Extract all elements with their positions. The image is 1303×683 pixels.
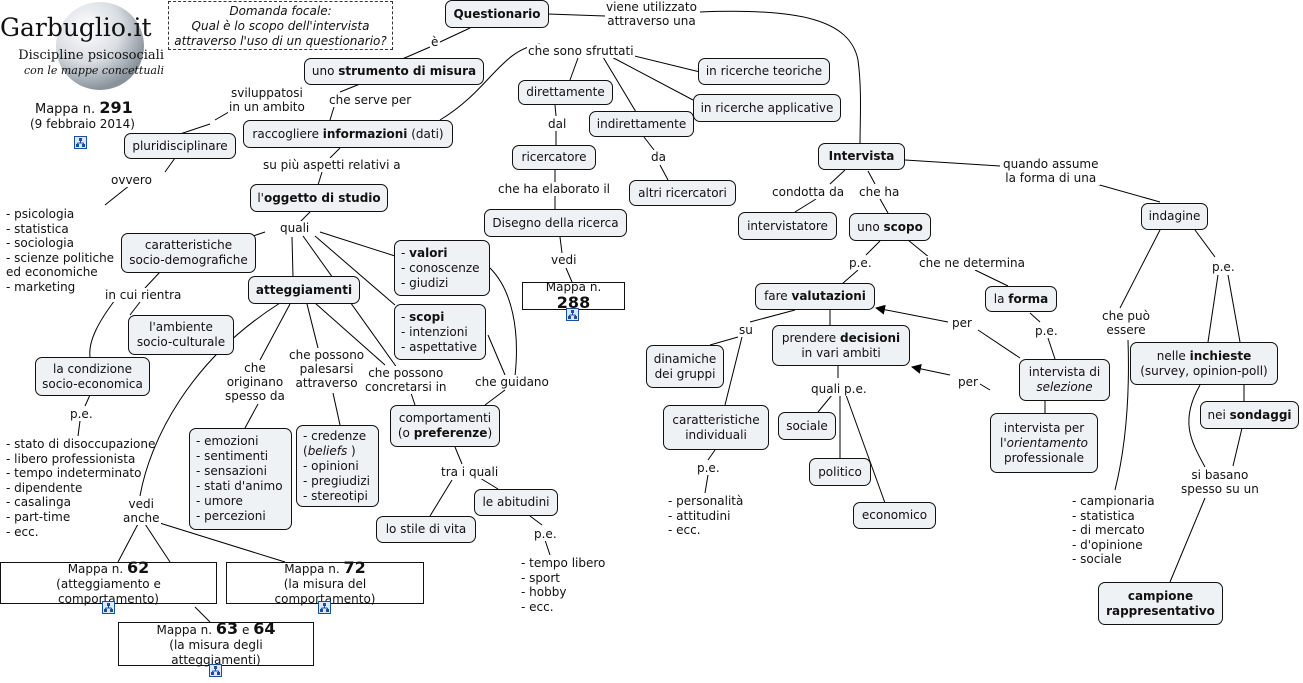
node-credenze[interactable]: - credenze (beliefs ) - opinioni - pregi…: [296, 425, 379, 507]
node-oggetto-studio[interactable]: l'oggetto di studio: [250, 184, 388, 212]
link-label: che ha elaborato il: [497, 182, 612, 196]
node-disegno-ricerca[interactable]: Disegno della ricerca: [484, 209, 627, 237]
map-link-icon[interactable]: [318, 601, 331, 614]
node-indagine[interactable]: indagine: [1141, 203, 1208, 230]
link-label: che ha: [858, 185, 901, 199]
node-sondaggi[interactable]: nei sondaggi: [1200, 401, 1299, 429]
map-link-icon[interactable]: [566, 308, 579, 321]
node-economico[interactable]: economico: [853, 502, 936, 529]
node-valori[interactable]: - valori - conoscenze - giudizi: [394, 240, 490, 296]
focal-question: Domanda focale: Qual è lo scopo dell'int…: [168, 1, 393, 50]
map-link-icon[interactable]: [209, 664, 222, 677]
link-label: è: [430, 35, 440, 49]
node-strumento-misura[interactable]: uno strumento di misura: [304, 58, 484, 85]
node-emozioni[interactable]: - emozioni - sentimenti - sensazioni - s…: [189, 428, 292, 530]
map-ref-62[interactable]: Mappa n. 62 (atteggiamento e comportamen…: [0, 559, 217, 606]
list-tempo-libero: - tempo libero - sport - hobby - ecc.: [521, 556, 606, 614]
node-abitudini[interactable]: le abitudini: [474, 489, 558, 516]
link-label: su: [738, 323, 754, 337]
node-atteggiamenti[interactable]: atteggiamenti: [248, 276, 360, 304]
node-condizione-socio-economica[interactable]: la condizione socio-economica: [35, 357, 150, 396]
node-comportamenti[interactable]: comportamenti (o preferenze): [390, 405, 500, 447]
link-label: per: [951, 316, 973, 330]
node-inchieste[interactable]: nelle inchieste (survey, opinion-poll): [1130, 342, 1278, 385]
link-label: ovvero: [110, 173, 153, 187]
link-label: p.e.: [533, 527, 558, 541]
link-label: in cui rientra: [104, 288, 183, 302]
list-personalita: - personalità - attitudini - ecc.: [668, 494, 744, 538]
node-ricerche-applicative[interactable]: in ricerche applicative: [693, 94, 841, 122]
node-direttamente[interactable]: direttamente: [518, 80, 613, 105]
link-label: quali p.e.: [810, 382, 868, 396]
link-label: p.e.: [1211, 260, 1236, 274]
link-label: condotta da: [771, 185, 846, 199]
node-intervistatore[interactable]: intervistatore: [738, 212, 837, 240]
link-label: vedi: [550, 253, 578, 267]
node-sociale[interactable]: sociale: [778, 412, 836, 440]
link-label: che sono sfruttati: [527, 44, 635, 58]
logo-tagline: con le mappe concettuali: [23, 64, 164, 77]
node-ambiente-socio-culturale[interactable]: l'ambiente socio-culturale: [128, 315, 234, 355]
node-caratteristiche-individuali[interactable]: caratteristiche individuali: [663, 405, 769, 450]
node-caratteristiche-socio-demografiche[interactable]: caratteristiche socio-demografiche: [121, 233, 256, 273]
map-ref-72[interactable]: Mappa n. 72 (la misura del comportamento…: [226, 559, 424, 606]
map-date: (9 febbraio 2014): [30, 117, 135, 131]
node-pluridisciplinare[interactable]: pluridisciplinare: [124, 133, 236, 159]
link-label: per: [957, 375, 979, 389]
node-politico[interactable]: politico: [809, 458, 871, 486]
node-fare-valutazioni[interactable]: fare valutazioni: [755, 283, 875, 310]
node-scopi[interactable]: - scopi - intenzioni - aspettative: [394, 304, 486, 360]
node-intervista-selezione[interactable]: intervista di selezione: [1019, 359, 1110, 401]
link-label: p.e.: [848, 256, 873, 270]
node-campione-rappresentativo[interactable]: campione rappresentativo: [1098, 582, 1223, 625]
node-ricercatore[interactable]: ricercatore: [512, 145, 596, 170]
node-forma[interactable]: la forma: [985, 286, 1057, 312]
link-label: che serve per: [328, 93, 413, 107]
link-label: su più aspetti relativi a: [262, 158, 402, 172]
link-label: p.e.: [1034, 324, 1059, 338]
link-label: che ne determina: [918, 256, 1026, 270]
link-label: da: [650, 150, 667, 164]
node-intervista-orientamento[interactable]: intervista per l'orientamento profession…: [990, 413, 1098, 473]
node-questionario[interactable]: Questionario: [445, 0, 549, 28]
node-altri-ricercatori[interactable]: altri ricercatori: [629, 180, 736, 206]
node-scopo[interactable]: uno scopo: [849, 213, 931, 241]
link-label: p.e.: [696, 461, 721, 475]
list-campionaria: - campionaria - statistica - di mercato …: [1072, 494, 1155, 567]
map-number: Mappa n. 291: [35, 98, 133, 117]
node-dinamiche-gruppi[interactable]: dinamiche dei gruppi: [646, 345, 724, 388]
logo-sphere-icon: [56, 2, 144, 90]
list-condizioni: - stato di disoccupazione - libero profe…: [6, 437, 156, 539]
node-ricerche-teoriche[interactable]: in ricerche teoriche: [698, 58, 830, 85]
logo-title: Garbuglio.it: [0, 13, 152, 42]
node-prendere-decisioni[interactable]: prendere decisioni in vari ambiti: [772, 325, 910, 366]
map-ref-63-64[interactable]: Mappa n. 63 e 64 (la misura degli attegg…: [118, 620, 314, 667]
link-label: quali: [279, 221, 311, 235]
link-label: tra i quali: [440, 465, 500, 479]
map-ref-288[interactable]: Mappa n. 288: [522, 280, 625, 311]
link-label: dal: [547, 117, 568, 131]
node-intervista[interactable]: Intervista: [818, 143, 905, 170]
list-discipline: - psicologia - statistica - sociologia -…: [6, 207, 115, 294]
map-link-icon[interactable]: [74, 136, 87, 149]
node-indirettamente[interactable]: indirettamente: [589, 111, 694, 137]
logo-subtitle: Discipline psicosociali: [18, 48, 164, 63]
logo: Garbuglio.it Discipline psicosociali con…: [0, 0, 168, 90]
node-raccogliere-informazioni[interactable]: raccogliere informazioni (dati): [243, 120, 453, 148]
node-stile-di-vita[interactable]: lo stile di vita: [376, 516, 476, 543]
map-link-icon[interactable]: [102, 601, 115, 614]
link-label: p.e.: [69, 407, 94, 421]
link-label: che guidano: [474, 375, 550, 389]
